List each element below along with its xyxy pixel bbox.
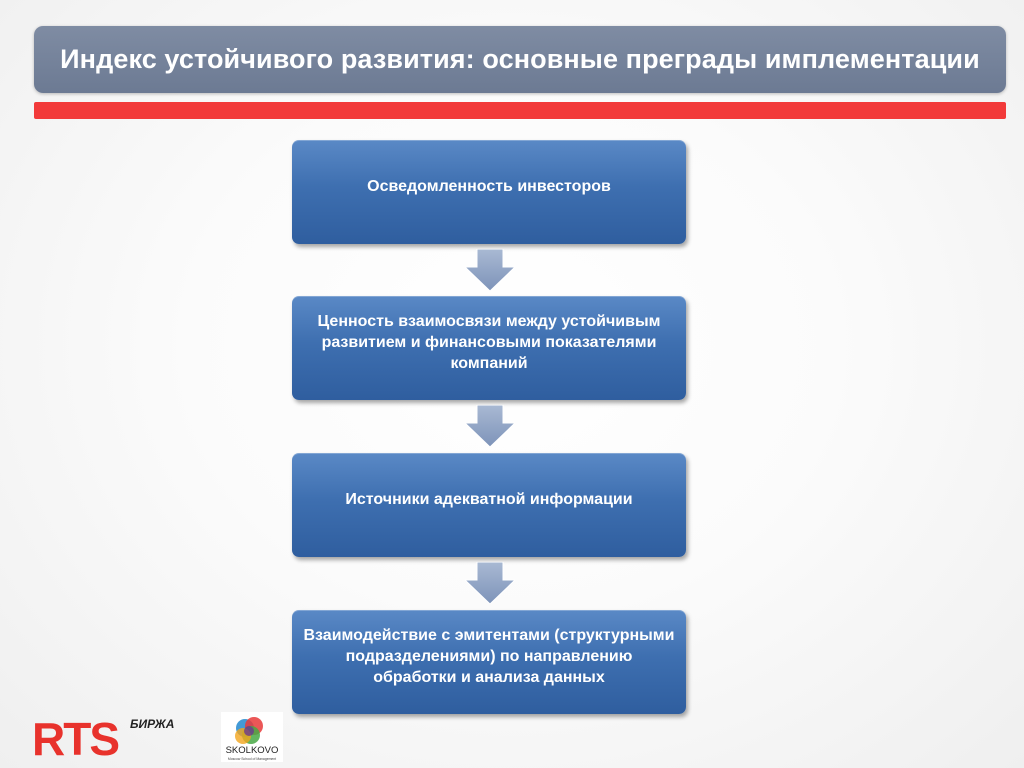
rts-logo-label: БИРЖА — [130, 717, 174, 731]
step-box-value-relationship: Ценность взаимосвязи между устойчивым ра… — [292, 296, 686, 400]
step-text: Ценность взаимосвязи между устойчивым ра… — [317, 312, 661, 372]
rts-logo-mark: RTS — [32, 713, 118, 760]
down-arrow-icon — [465, 405, 515, 447]
step-text: Осведомленность инвесторов — [367, 177, 611, 195]
step-text: Взаимодействие с эмитентами (структурным… — [303, 626, 675, 686]
accent-bar — [34, 102, 1006, 119]
skolkovo-logo-tagline: Moscow School of Management — [228, 757, 276, 761]
rts-logo: RTS БИРЖА — [32, 713, 174, 760]
step-text: Источники адекватной информации — [345, 490, 633, 508]
down-arrow-icon — [465, 249, 515, 291]
skolkovo-logo: SKOLKOVO Moscow School of Management — [221, 712, 283, 762]
slide-title: Индекс устойчивого развития: основные пр… — [60, 44, 980, 74]
step-box-issuer-interaction: Взаимодействие с эмитентами (структурным… — [292, 610, 686, 714]
step-box-information-sources: Источники адекватной информации — [292, 453, 686, 557]
down-arrow-icon — [465, 562, 515, 604]
title-bar: Индекс устойчивого развития: основные пр… — [34, 26, 1006, 93]
skolkovo-logo-label: SKOLKOVO — [226, 745, 279, 756]
step-box-investor-awareness: Осведомленность инвесторов — [292, 140, 686, 244]
